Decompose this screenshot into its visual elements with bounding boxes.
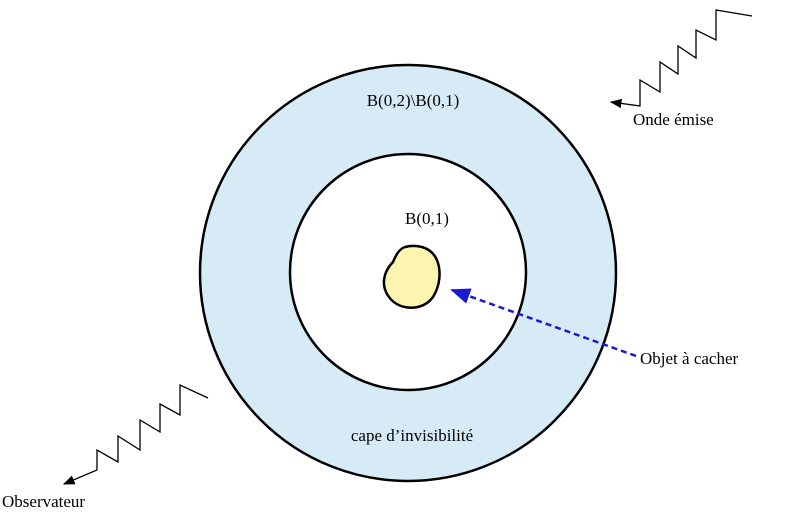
observer-label: Observateur <box>2 492 85 511</box>
inner-ball-label: B(0,1) <box>405 209 449 228</box>
observer-wave-zigzag <box>64 385 208 484</box>
cloak-label: cape d’invisibilité <box>351 426 473 445</box>
annulus-label: B(0,2)\B(0,1) <box>367 91 460 110</box>
hidden-object-label: Objet à cacher <box>640 349 738 368</box>
emitted-wave-label: Onde émise <box>633 110 714 129</box>
emitted-wave-zigzag <box>611 10 752 106</box>
